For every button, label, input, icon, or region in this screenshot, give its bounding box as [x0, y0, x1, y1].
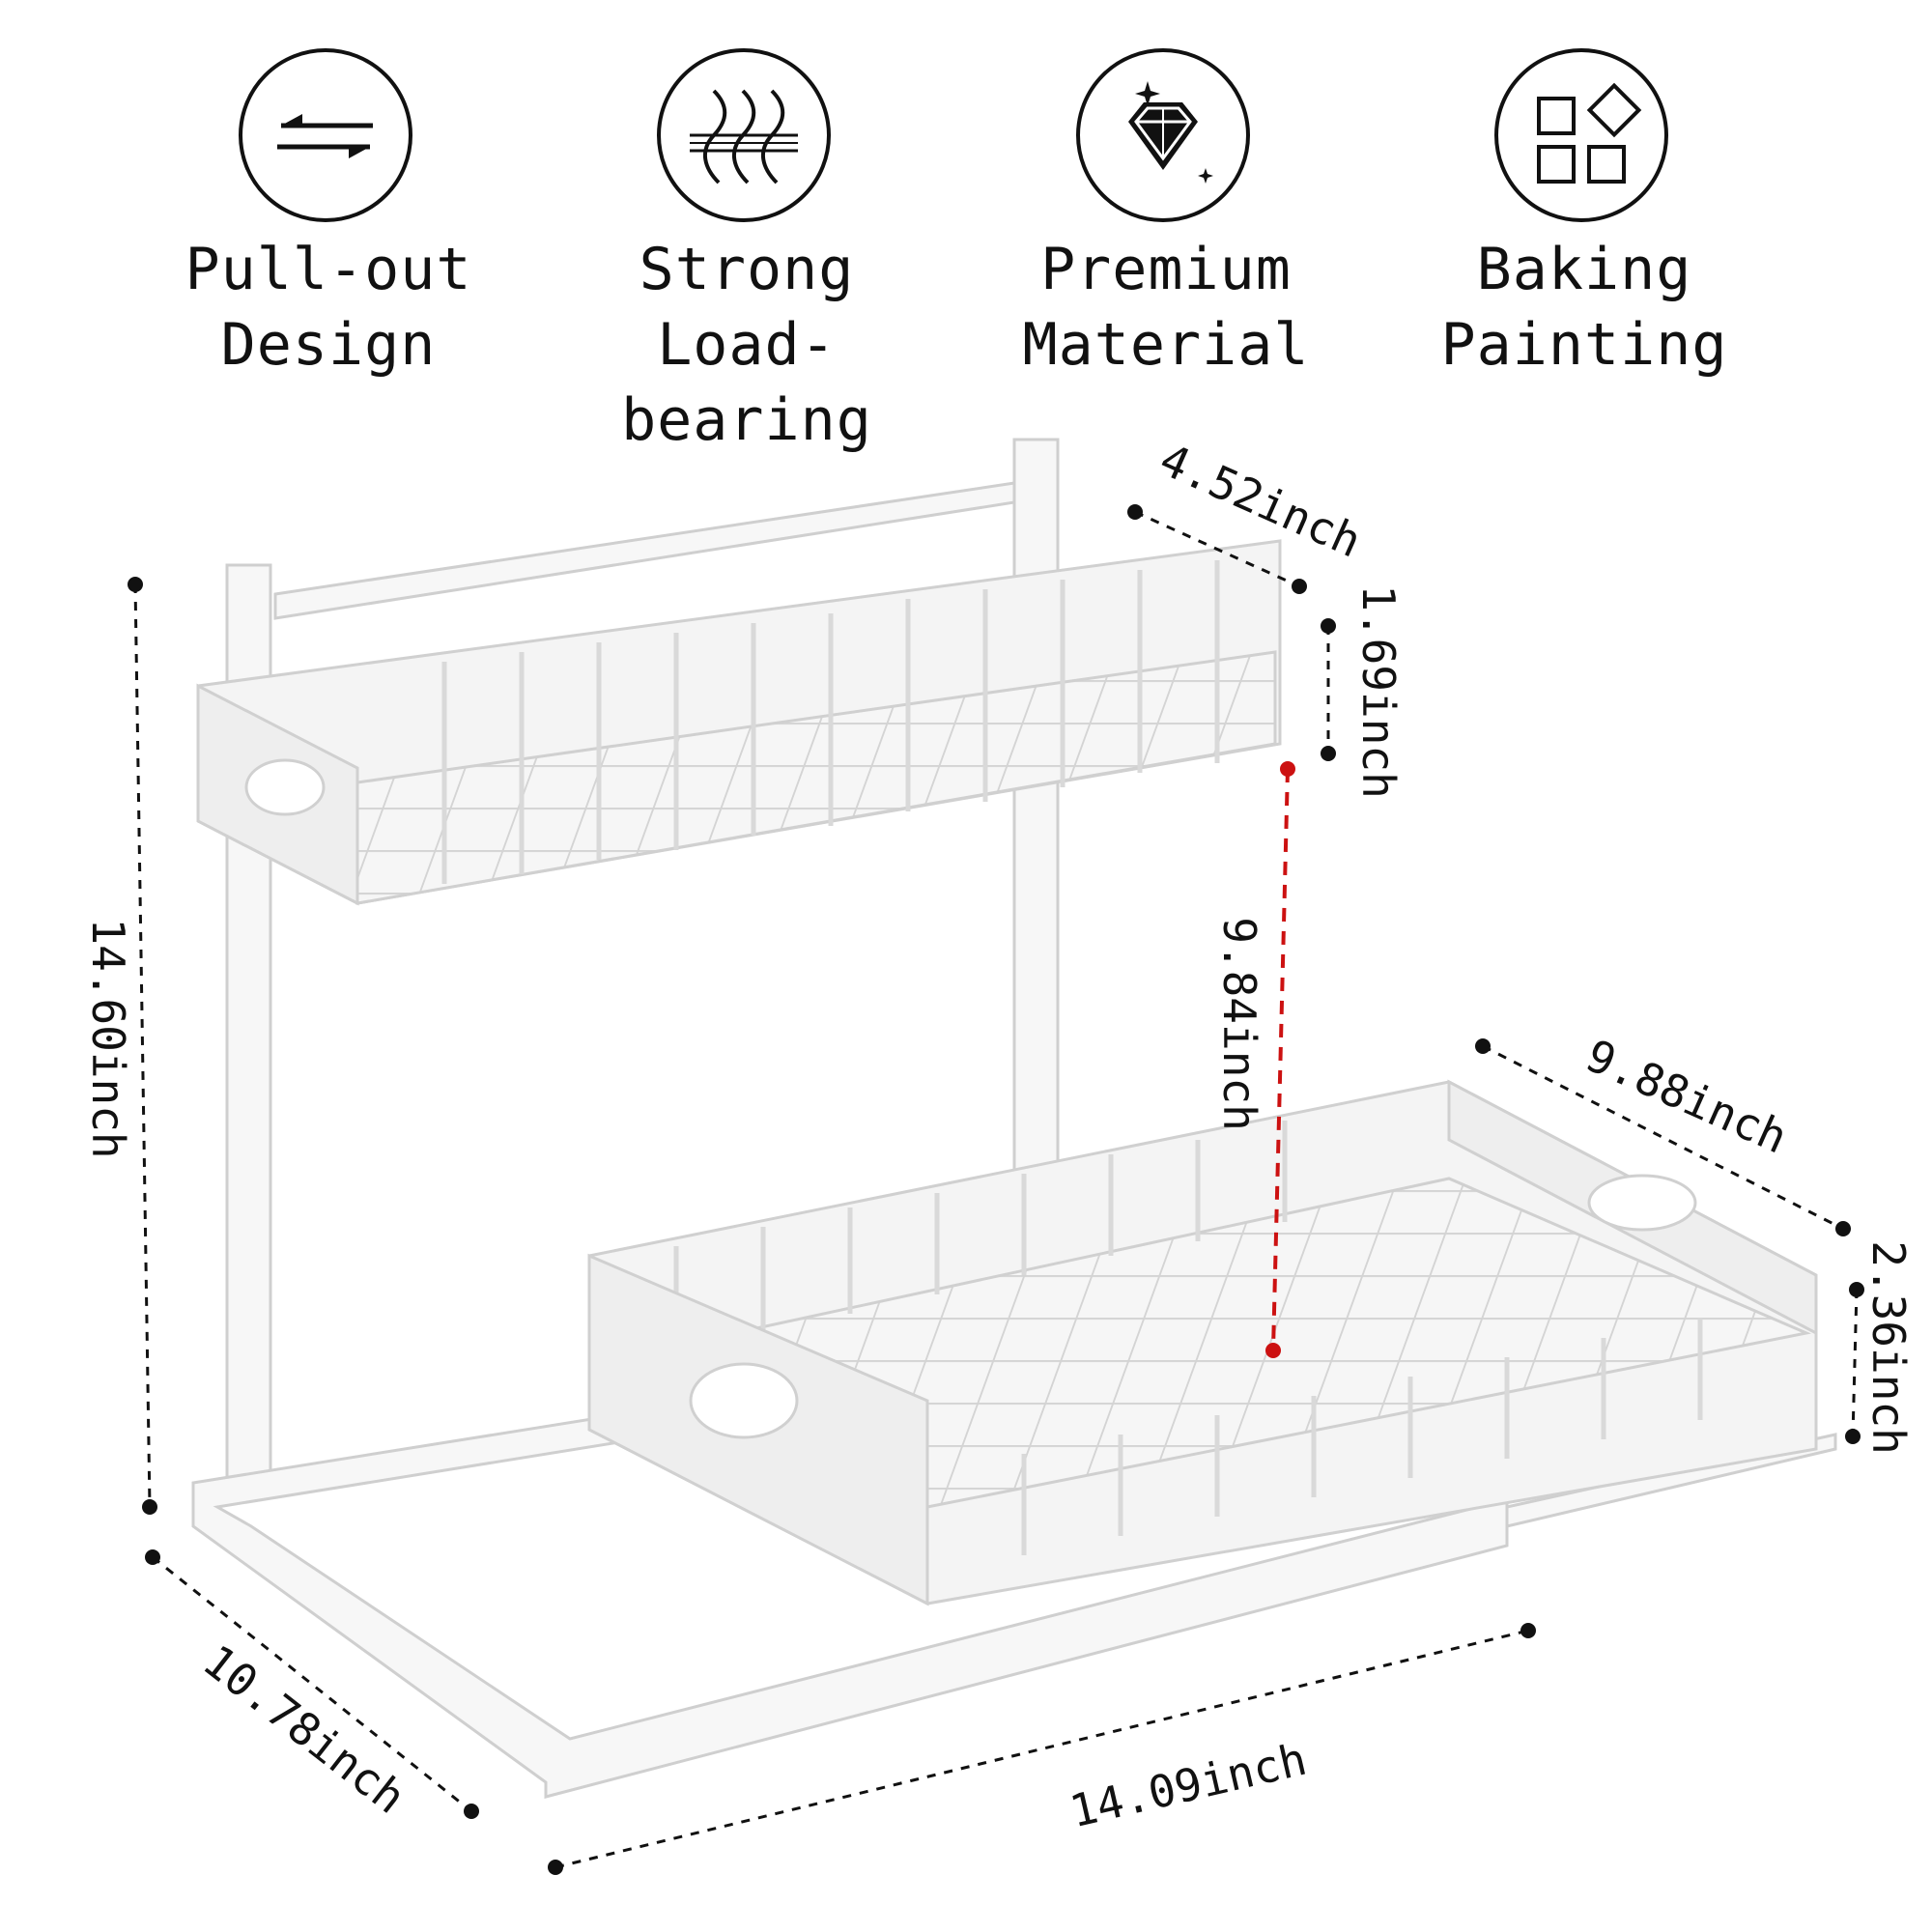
shapes-grid-icon — [1494, 48, 1668, 222]
dimension-lines — [133, 510, 1859, 1869]
dim-total-height: 14.60inch — [82, 918, 134, 1159]
bottom-basket — [587, 1079, 1818, 1606]
load-bearing-waves-icon — [657, 48, 831, 222]
top-basket — [196, 539, 1282, 906]
diamond-icon — [1076, 48, 1250, 222]
pull-out-arrows-icon — [239, 48, 412, 222]
dim-shelf-gap: 9.84inch — [1213, 917, 1265, 1131]
dim-bottom-basket-height: 2.36inch — [1862, 1240, 1915, 1455]
dimension-endpoints — [128, 504, 1864, 1875]
dim-top-basket-height: 1.69inch — [1352, 584, 1405, 799]
